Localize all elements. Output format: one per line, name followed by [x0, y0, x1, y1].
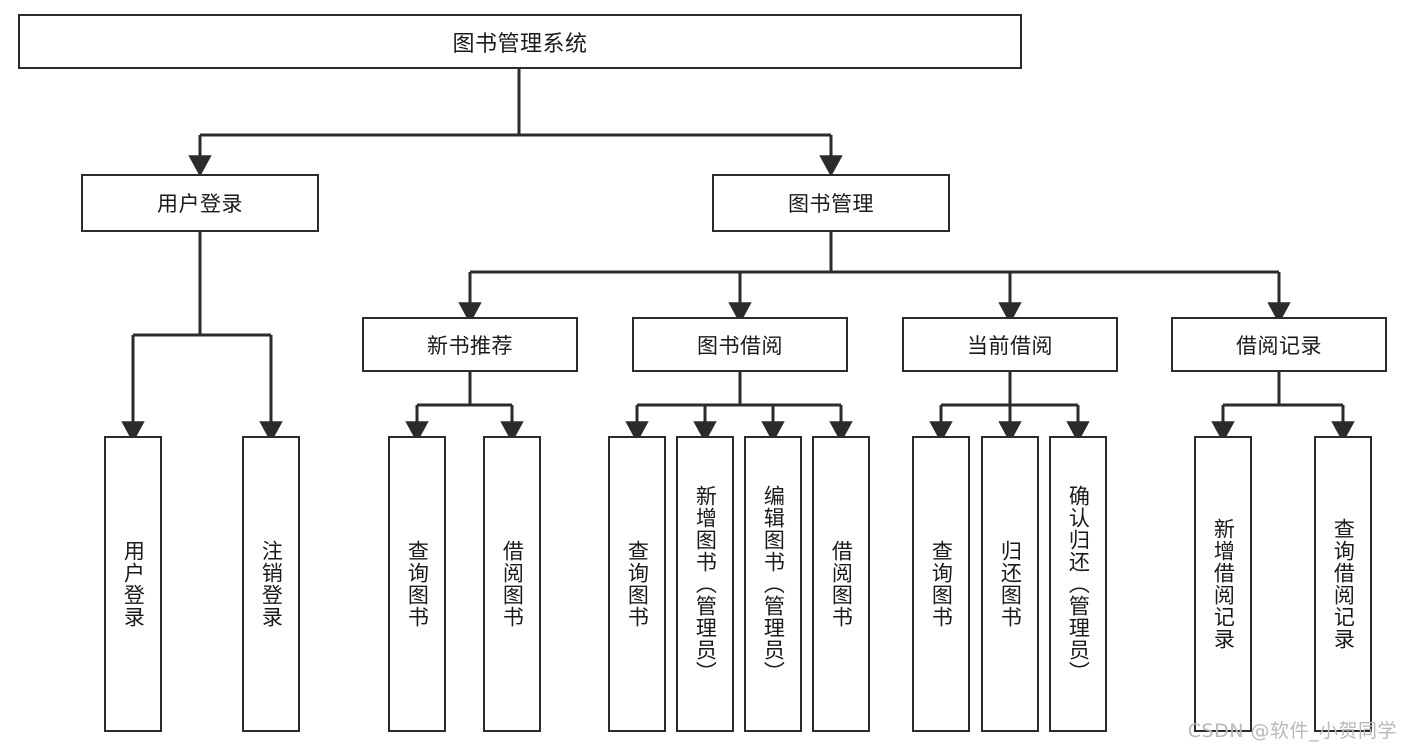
leaf-query-book-1[interactable]: 查询图书: [388, 436, 446, 732]
node-root-system[interactable]: 图书管理系统: [18, 14, 1022, 69]
watermark: CSDN @软件_小贺同学: [1187, 720, 1397, 742]
node-book-borrow-label: 图书借阅: [697, 333, 783, 358]
node-user-login-label: 用户登录: [157, 192, 243, 216]
node-root-system-label: 图书管理系统: [452, 31, 588, 57]
leaf-borrow-book-1[interactable]: 借阅图书: [483, 436, 541, 732]
leaf-confirm-return-label: 确认归还（管理员）: [1066, 485, 1091, 683]
node-user-login[interactable]: 用户登录: [81, 174, 319, 232]
leaf-user-logout-label: 注销登录: [259, 540, 284, 628]
node-borrow-record[interactable]: 借阅记录: [1171, 317, 1387, 372]
leaf-borrow-book-2-label: 借阅图书: [829, 540, 854, 628]
leaf-query-book-2-label: 查询图书: [625, 540, 650, 628]
leaf-add-record[interactable]: 新增借阅记录: [1194, 436, 1252, 732]
leaf-return-book[interactable]: 归还图书: [981, 436, 1039, 732]
leaf-user-logout[interactable]: 注销登录: [242, 436, 300, 732]
leaf-add-book[interactable]: 新增图书（管理员）: [676, 436, 734, 732]
leaf-confirm-return[interactable]: 确认归还（管理员）: [1049, 436, 1107, 732]
leaf-query-book-2[interactable]: 查询图书: [608, 436, 666, 732]
leaf-query-record[interactable]: 查询借阅记录: [1314, 436, 1372, 732]
leaf-query-record-label: 查询借阅记录: [1331, 518, 1356, 650]
leaf-add-record-label: 新增借阅记录: [1211, 518, 1236, 650]
node-book-manage-label: 图书管理: [788, 192, 874, 216]
leaf-return-book-label: 归还图书: [998, 540, 1023, 628]
node-new-book-rec[interactable]: 新书推荐: [362, 317, 578, 372]
node-borrow-record-label: 借阅记录: [1236, 333, 1322, 358]
leaf-query-book-3[interactable]: 查询图书: [912, 436, 970, 732]
leaf-user-login-label: 用户登录: [121, 540, 146, 628]
leaf-add-book-label: 新增图书（管理员）: [693, 485, 718, 683]
leaf-user-login[interactable]: 用户登录: [104, 436, 162, 732]
leaf-edit-book[interactable]: 编辑图书（管理员）: [744, 436, 802, 732]
node-current-borrow[interactable]: 当前借阅: [902, 317, 1118, 372]
node-current-borrow-label: 当前借阅: [967, 333, 1053, 358]
leaf-query-book-3-label: 查询图书: [929, 540, 954, 628]
leaf-query-book-1-label: 查询图书: [405, 540, 430, 628]
leaf-borrow-book-2[interactable]: 借阅图书: [812, 436, 870, 732]
leaf-edit-book-label: 编辑图书（管理员）: [761, 485, 786, 683]
node-new-book-rec-label: 新书推荐: [427, 333, 513, 358]
node-book-manage[interactable]: 图书管理: [712, 174, 950, 232]
node-book-borrow[interactable]: 图书借阅: [632, 317, 848, 372]
leaf-borrow-book-1-label: 借阅图书: [500, 540, 525, 628]
